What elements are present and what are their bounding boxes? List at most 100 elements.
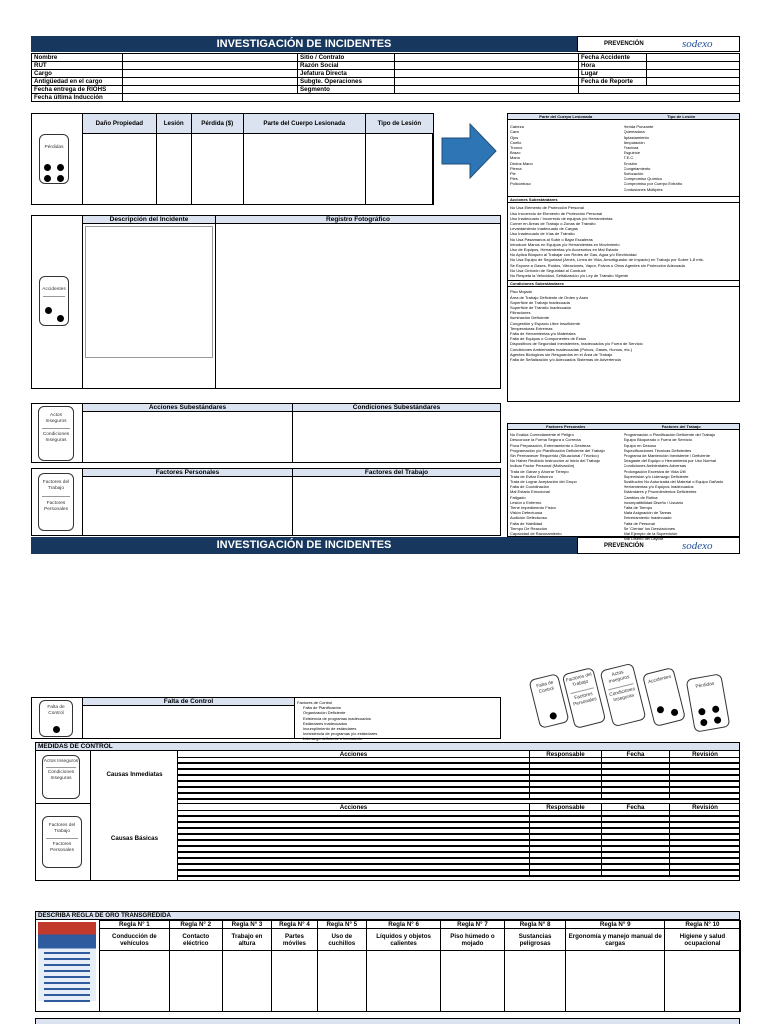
sodexo-logo: sodexo <box>682 38 713 50</box>
ref-accion-item: Introducir Manos en Equipos y/o Herramie… <box>510 241 620 247</box>
input-sitio[interactable] <box>394 53 579 62</box>
ref-ft-item: Entrenamiento Inadecuado <box>623 515 672 521</box>
ref-fp-item: Mal Estado Emocional <box>510 489 550 495</box>
ref-ft-item: Prolongación Excesiva de Vida Útil <box>623 468 686 474</box>
label-subgte: Subgte. Operaciones <box>297 77 395 86</box>
input-antiguedad[interactable] <box>122 77 298 86</box>
medida-row[interactable] <box>178 859 740 865</box>
factores-personales-field[interactable] <box>83 477 292 535</box>
acciones-sub-field[interactable] <box>83 412 292 462</box>
medida-row[interactable] <box>178 829 740 835</box>
regla-answer[interactable] <box>271 950 318 1012</box>
medidas-inmediatas-rows[interactable] <box>178 758 740 800</box>
descripcion-field[interactable] <box>85 226 213 358</box>
input-lugar[interactable] <box>646 69 740 78</box>
medida-row[interactable] <box>178 871 740 877</box>
ref-ft-item: Especificaciones Técnicas Deficientes <box>623 447 692 453</box>
medida-row[interactable] <box>178 853 740 859</box>
ref-condicion-item: Filtraciones <box>510 310 531 316</box>
medida-row[interactable] <box>178 865 740 871</box>
medida-row[interactable] <box>178 782 740 788</box>
ref-accion-item: Levantamiento Inadecuado de Cargas <box>510 226 578 232</box>
input-induccion[interactable] <box>122 93 740 102</box>
input-cargo[interactable] <box>122 69 298 78</box>
actos-block: Actos Inseguros Condiciones Inseguras Ac… <box>31 403 501 463</box>
regla-answer[interactable] <box>316 950 367 1012</box>
medida-row[interactable] <box>178 758 740 764</box>
input-razon-social[interactable] <box>394 61 579 70</box>
ref-tipo-item: Aplastamiento <box>623 134 649 140</box>
medida-row[interactable] <box>178 776 740 782</box>
medida-row[interactable] <box>178 823 740 829</box>
input-nombre[interactable] <box>122 53 298 62</box>
medida-row[interactable] <box>178 764 740 770</box>
condiciones-sub-field[interactable] <box>293 412 500 462</box>
foto-field[interactable] <box>216 224 500 388</box>
medida-row[interactable] <box>178 817 740 823</box>
ref-condicion-item: Congestión y Espacio Libre Insuficiente <box>510 320 581 326</box>
ref-condicion-item: Falta de Equipos o Componentes de Éstos <box>510 336 587 342</box>
ref-condicion-item: Temperaturas Extremas <box>510 325 553 331</box>
regla-answer[interactable] <box>168 950 223 1012</box>
medida-row[interactable] <box>178 788 740 794</box>
regla-num: Regla N° 4 <box>271 920 318 929</box>
regla-answer[interactable] <box>440 950 505 1012</box>
control-item: Existencia de programas inadecuados <box>303 716 498 721</box>
ref-ft-item: Mal Ejemplo de la Supervisión <box>623 531 678 537</box>
regla-answer[interactable] <box>99 950 170 1012</box>
ref-fp-item: Tiempo De Reacción <box>510 525 548 531</box>
input-fecha-reporte[interactable] <box>646 77 740 86</box>
domino-factores: Factores del Trabajo Factores Personales <box>38 473 74 531</box>
label-sitio: Sitio / Contrato <box>297 53 395 62</box>
ref-parte-item: Tronco <box>510 145 523 151</box>
ref-condicion-item: Iluminación Deficiente <box>510 315 550 321</box>
medida-row[interactable] <box>178 835 740 841</box>
fallen-domino-perdidas: Pérdidas <box>685 673 731 733</box>
medida-row[interactable] <box>178 794 740 800</box>
input-rut[interactable] <box>122 61 298 70</box>
falta-control-field[interactable] <box>83 706 294 738</box>
control-item: Liderazgo deficiente o inexistente <box>303 736 498 741</box>
medida-row[interactable] <box>178 847 740 853</box>
ref-tipo-item: Compromiso por Cuerpo Extraño <box>623 181 683 187</box>
ref-parte-item: Ojos <box>510 134 519 140</box>
factores-trabajo-field[interactable] <box>293 477 500 535</box>
medida-row[interactable] <box>178 841 740 847</box>
input-fecha-accidente[interactable] <box>646 53 740 62</box>
ref-ft-item: Mala Asignación de Tareas <box>623 510 672 516</box>
ref-accion-item: No Aplica Bloqueo al Trabajar con Redes … <box>510 252 637 258</box>
ref-fp-item: Trata de Lograr Aceptación del Grupo <box>510 479 577 485</box>
input-riohs[interactable] <box>122 85 298 94</box>
ref-tipo-item: Congelamiento <box>623 165 651 171</box>
regla-num: Regla N° 9 <box>565 920 665 929</box>
ref-ft-item: Equipo en Desuso <box>623 442 657 448</box>
input-jefatura[interactable] <box>394 69 579 78</box>
col-factores-personales: Factores Personales <box>83 469 292 477</box>
ref-condicion-item: Dispositivos de Seguridad Inexistentes, … <box>510 341 643 347</box>
col-fecha-1: Fecha <box>602 751 670 757</box>
ref-fp-item: Lesión o Enfermo <box>510 499 542 505</box>
regla-answer[interactable] <box>365 950 442 1012</box>
medidas-basicas-rows[interactable] <box>178 811 740 877</box>
regla-answer[interactable] <box>565 950 665 1012</box>
regla-answer[interactable] <box>663 950 742 1012</box>
input-subgte[interactable] <box>394 77 579 86</box>
regla-answer[interactable] <box>503 950 567 1012</box>
ref-accion-item: Uso Inadecuado de Vías de Tránsito <box>510 231 575 237</box>
regla-name: Trabajo en altura <box>221 928 273 951</box>
medida-row[interactable] <box>178 770 740 776</box>
ref-parte-item: Brazo <box>510 150 521 156</box>
causas-basicas-label: Causas Básicas <box>110 835 159 842</box>
col-parte-cuerpo: Parte del Cuerpo Lesionada <box>242 113 366 134</box>
label-antiguedad: Antigüedad en el cargo <box>31 77 123 86</box>
ref-parte-title: Parte del Cuerpo Lesionada <box>539 114 593 119</box>
regla-name: Uso de cuchillos <box>316 928 367 951</box>
medida-row[interactable] <box>178 811 740 817</box>
input-hora[interactable] <box>646 61 740 70</box>
input-segmento[interactable] <box>394 85 579 94</box>
regla-answer[interactable] <box>221 950 273 1012</box>
ref-fp-item: Indicar Factor Personal (Motivación) <box>510 463 575 469</box>
